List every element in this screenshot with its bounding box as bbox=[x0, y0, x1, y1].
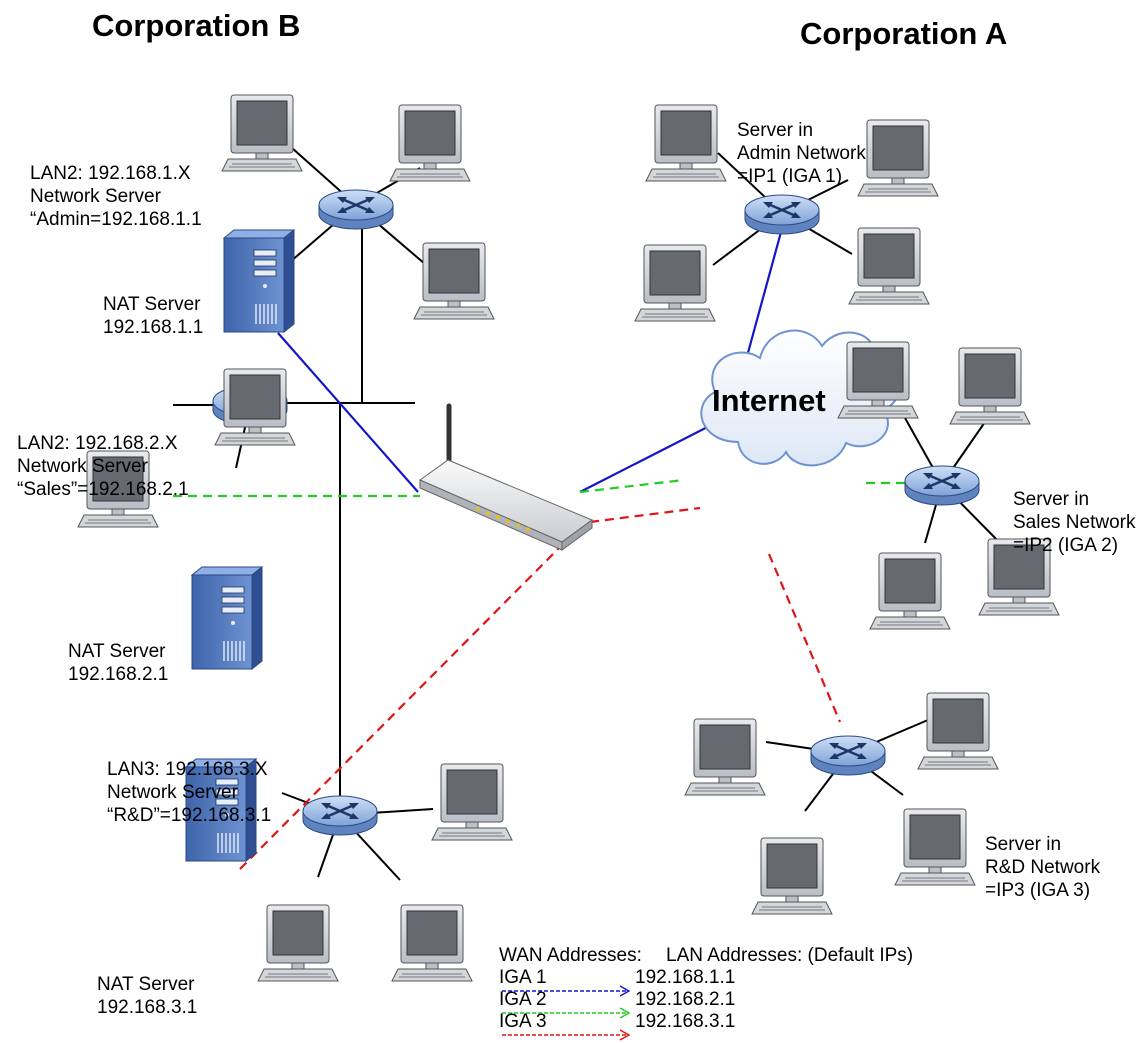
hub-admin-b-icon bbox=[317, 188, 395, 231]
computer-icon bbox=[857, 119, 939, 197]
legend-lan-iga2: 192.168.2.1 bbox=[635, 989, 736, 1010]
internet-label: Internet bbox=[712, 383, 826, 418]
computer-icon bbox=[848, 227, 930, 305]
wireless-router bbox=[418, 403, 594, 551]
computer-icon bbox=[949, 347, 1031, 425]
hub-sales-a-icon bbox=[903, 464, 981, 507]
legend-lan-header: LAN Addresses: (Default IPs) bbox=[666, 945, 914, 966]
computer-icon bbox=[389, 104, 471, 182]
computer-icon bbox=[214, 368, 296, 446]
title-corporation-b: Corporation B bbox=[92, 8, 301, 43]
legend-wan-iga1: IGA 1 bbox=[499, 967, 547, 988]
computer-icon bbox=[221, 94, 303, 172]
computer-icon bbox=[917, 692, 999, 770]
computer-icon bbox=[413, 242, 495, 320]
computer-icon bbox=[257, 904, 339, 982]
hub-rd-b-icon bbox=[301, 794, 379, 837]
computer-icon bbox=[837, 341, 919, 419]
hub-rd-a-icon bbox=[809, 734, 887, 777]
legend-wan-iga2: IGA 2 bbox=[499, 989, 547, 1010]
nat-server-2-icon bbox=[191, 566, 263, 670]
computer-icon bbox=[431, 763, 513, 841]
computer-icon bbox=[391, 904, 473, 982]
legend-wan-iga3: IGA 3 bbox=[499, 1011, 547, 1032]
legend-lan-iga1: 192.168.1.1 bbox=[635, 967, 736, 988]
computer-icon bbox=[751, 837, 833, 915]
computer-icon bbox=[645, 104, 727, 182]
nat-server-1-icon bbox=[223, 229, 295, 333]
computer-icon bbox=[894, 808, 976, 886]
legend-lan-iga3: 192.168.3.1 bbox=[635, 1011, 736, 1032]
title-corporation-a: Corporation A bbox=[800, 16, 1008, 51]
computer-icon bbox=[684, 718, 766, 796]
computer-icon bbox=[869, 552, 951, 630]
legend-wan-header: WAN Addresses: bbox=[499, 945, 642, 966]
legend-arrows bbox=[502, 985, 631, 1041]
computer-icon bbox=[634, 244, 716, 322]
